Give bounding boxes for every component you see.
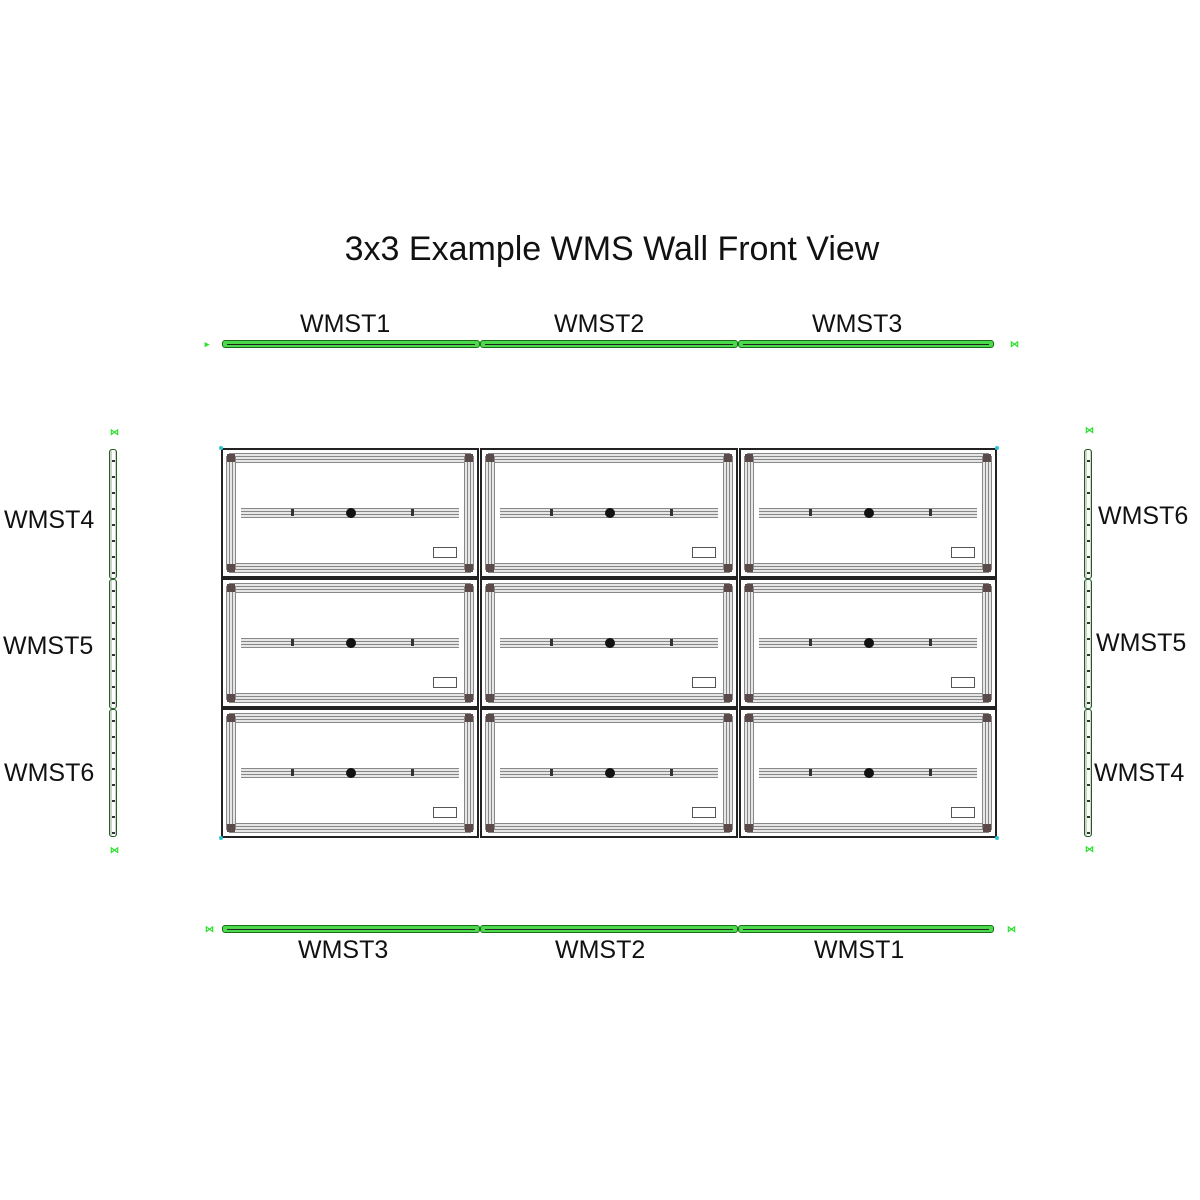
top-trim-piece-2 bbox=[480, 340, 738, 348]
corner-dot bbox=[995, 446, 999, 450]
right-trim-end-top-icon: ⋈ bbox=[1085, 425, 1094, 435]
right-label-3: WMST4 bbox=[1094, 759, 1185, 787]
corner-dot bbox=[219, 446, 223, 450]
left-label-3: WMST6 bbox=[4, 759, 95, 787]
label-plate bbox=[433, 547, 457, 558]
right-label-1: WMST6 bbox=[1098, 502, 1189, 530]
wall-panel-r1c1 bbox=[221, 448, 479, 578]
label-plate bbox=[951, 807, 975, 818]
hub-icon bbox=[605, 768, 615, 778]
hub-icon bbox=[864, 638, 874, 648]
right-trim-end-bottom-icon: ⋈ bbox=[1085, 844, 1094, 854]
bottom-label-2: WMST2 bbox=[555, 936, 646, 964]
hub-icon bbox=[346, 638, 356, 648]
wall-panel-r2c3 bbox=[739, 578, 997, 708]
left-label-2: WMST5 bbox=[3, 632, 94, 660]
label-plate bbox=[433, 677, 457, 688]
left-trim-end-top-icon: ⋈ bbox=[110, 427, 119, 437]
bottom-trim-piece-2 bbox=[480, 925, 738, 933]
wall-panel-r1c2 bbox=[480, 448, 738, 578]
right-label-2: WMST5 bbox=[1096, 629, 1187, 657]
label-plate bbox=[951, 547, 975, 558]
label-plate bbox=[951, 677, 975, 688]
bottom-trim-end-right-icon: ⋈ bbox=[1007, 924, 1016, 934]
top-trim-end-right-icon: ⋈ bbox=[1010, 339, 1019, 349]
wall-panel-r2c1 bbox=[221, 578, 479, 708]
left-trim-piece-3 bbox=[109, 709, 117, 837]
label-plate bbox=[692, 547, 716, 558]
bottom-label-1: WMST3 bbox=[298, 936, 389, 964]
left-trim-piece-2 bbox=[109, 579, 117, 709]
wall-panel-r3c1 bbox=[221, 708, 479, 838]
top-trim-piece-3 bbox=[738, 340, 994, 348]
hub-icon bbox=[605, 508, 615, 518]
right-trim-piece-1 bbox=[1084, 449, 1092, 579]
hub-icon bbox=[346, 768, 356, 778]
left-trim-end-bottom-icon: ⋈ bbox=[110, 845, 119, 855]
top-label-2: WMST2 bbox=[554, 310, 645, 338]
top-trim-end-left-icon: ▸ bbox=[204, 339, 210, 349]
label-plate bbox=[433, 807, 457, 818]
right-trim-piece-2 bbox=[1084, 579, 1092, 709]
bottom-label-3: WMST1 bbox=[814, 936, 905, 964]
bottom-trim-end-left-icon: ⋈ bbox=[205, 924, 214, 934]
wall-panel-r3c2 bbox=[480, 708, 738, 838]
hub-icon bbox=[346, 508, 356, 518]
hub-icon bbox=[605, 638, 615, 648]
top-trim-piece-1 bbox=[222, 340, 480, 348]
left-trim-piece-1 bbox=[109, 449, 117, 579]
bottom-trim-piece-3 bbox=[738, 925, 994, 933]
top-label-1: WMST1 bbox=[300, 310, 391, 338]
left-label-1: WMST4 bbox=[4, 506, 95, 534]
diagram-title: 3x3 Example WMS Wall Front View bbox=[344, 230, 880, 268]
hub-icon bbox=[864, 768, 874, 778]
hub-icon bbox=[864, 508, 874, 518]
wall-panel-r1c3 bbox=[739, 448, 997, 578]
bottom-trim-piece-1 bbox=[222, 925, 480, 933]
label-plate bbox=[692, 807, 716, 818]
top-label-3: WMST3 bbox=[812, 310, 903, 338]
corner-dot bbox=[219, 836, 223, 840]
corner-dot bbox=[995, 836, 999, 840]
wall-panel-grid bbox=[219, 446, 999, 840]
right-trim-piece-3 bbox=[1084, 709, 1092, 837]
wall-panel-r2c2 bbox=[480, 578, 738, 708]
label-plate bbox=[692, 677, 716, 688]
wall-panel-r3c3 bbox=[739, 708, 997, 838]
